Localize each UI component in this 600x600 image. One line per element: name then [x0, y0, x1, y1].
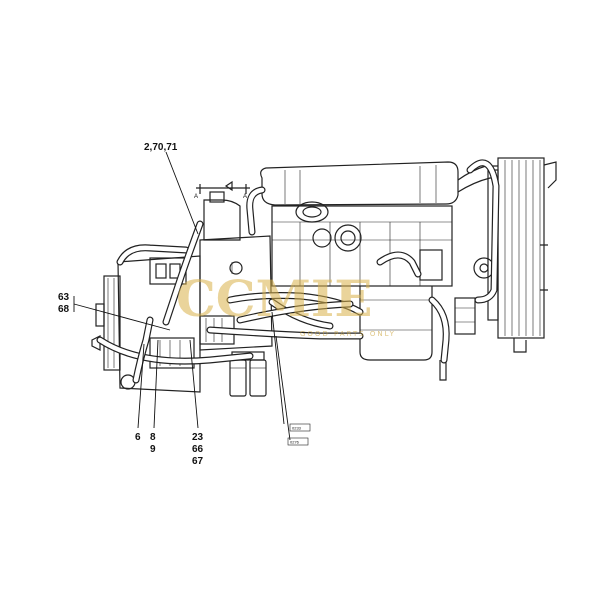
callout-9: 9	[150, 444, 156, 455]
section-mark-right: A	[243, 194, 247, 200]
svg-text:0276: 0276	[290, 440, 300, 445]
air-intake	[260, 161, 498, 223]
radiator	[487, 157, 557, 353]
watermark-sub: GOOD PARTS ONLY	[300, 330, 396, 338]
callout-23: 23	[192, 432, 204, 443]
watermark-main: CCMIE	[176, 269, 372, 328]
tag-0276: 0276	[287, 437, 309, 446]
engine-block	[271, 205, 495, 381]
transmission	[91, 255, 201, 393]
coolant-pipes	[246, 159, 500, 304]
bell-housing	[196, 180, 273, 351]
callout-2-70-71: 2,70,71	[144, 142, 178, 153]
hoses	[96, 220, 450, 384]
leader-lines	[73, 151, 291, 441]
callout-63: 63	[58, 292, 70, 303]
svg-text:0233: 0233	[292, 426, 302, 431]
callout-68: 68	[58, 304, 70, 315]
tag-0233: 0233	[289, 423, 311, 432]
callout-6: 6	[135, 432, 141, 443]
callout-66: 66	[192, 444, 204, 455]
watermark: CCMIE GOOD PARTS ONLY	[176, 269, 396, 338]
section-mark-left: A	[194, 194, 198, 200]
callout-67: 67	[192, 456, 204, 467]
callout-8: 8	[150, 432, 156, 443]
